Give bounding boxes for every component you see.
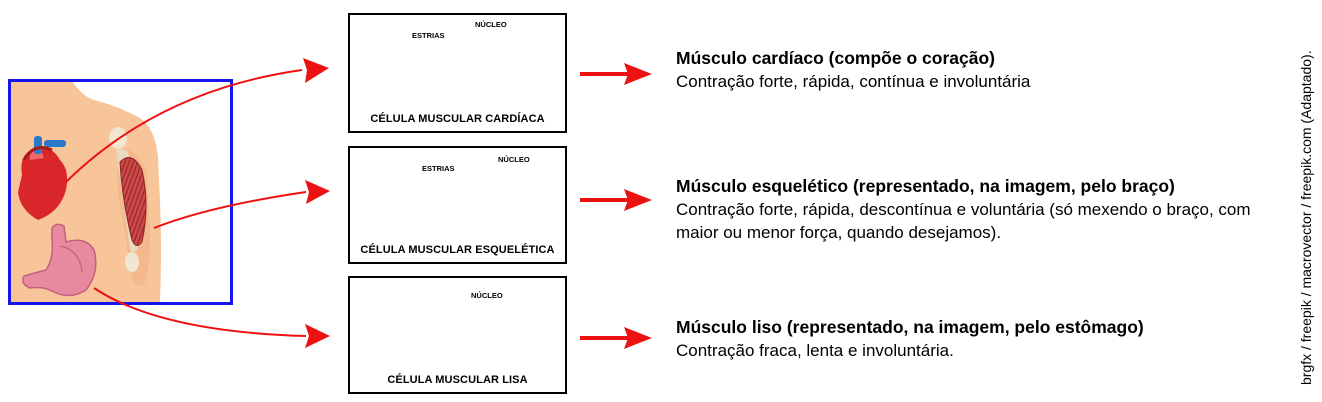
cardiac-cell-panel: ESTRIAS NÚCLEO CÉLULA MUSCULAR CARDÍACA <box>348 13 567 133</box>
smooth-nucleus-label: NÚCLEO <box>471 291 503 300</box>
arm-connector <box>153 191 307 229</box>
smooth-description-text: Contração fraca, lenta e involuntária. <box>676 341 954 360</box>
smooth-cell-caption: CÉLULA MUSCULAR LISA <box>387 374 528 386</box>
image-credit: brgfx / freepik / macrovector / freepik.… <box>1298 50 1314 385</box>
heart-connector <box>65 69 303 183</box>
stomach-icon <box>22 223 97 297</box>
human-body-illustration <box>11 81 161 302</box>
arrow-cardiac <box>580 63 652 85</box>
skeletal-cell-caption: CÉLULA MUSCULAR ESQUELÉTICA <box>360 244 555 256</box>
skeletal-nucleus-label: NÚCLEO <box>498 155 530 164</box>
stomach-connector <box>93 287 307 337</box>
cardiac-description-title: Músculo cardíaco (compõe o coração) <box>676 48 995 68</box>
skeletal-striations-label: ESTRIAS <box>422 164 455 173</box>
smooth-description-title: Músculo liso (representado, na imagem, p… <box>676 317 1144 337</box>
cardiac-description-text: Contração forte, rápida, contínua e invo… <box>676 72 1031 91</box>
stomach-arrowhead <box>305 324 330 348</box>
skeletal-description: Músculo esquelético (representado, na im… <box>676 175 1281 244</box>
arrow-smooth <box>580 327 652 349</box>
cardiac-striations-label: ESTRIAS <box>412 31 445 40</box>
cardiac-cell-caption: CÉLULA MUSCULAR CARDÍACA <box>370 113 545 125</box>
organ-to-cell-connectors <box>65 69 307 337</box>
smooth-cell-panel: NÚCLEO CÉLULA MUSCULAR LISA <box>348 276 567 394</box>
skeletal-description-text: Contração forte, rápida, descontínua e v… <box>676 200 1251 242</box>
heart-icon <box>18 136 68 220</box>
cardiac-description: Músculo cardíaco (compõe o coração) Cont… <box>676 47 1306 93</box>
skeletal-description-title: Músculo esquelético (representado, na im… <box>676 176 1175 196</box>
connector-arrowheads <box>303 58 330 348</box>
smooth-description: Músculo liso (representado, na imagem, p… <box>676 316 1276 362</box>
arrow-skeletal <box>580 189 652 211</box>
arm-arrowhead <box>305 180 330 204</box>
arm-bone-muscle-icon <box>109 127 147 272</box>
skeletal-cell-panel: ESTRIAS NÚCLEO CÉLULA MUSCULAR ESQUELÉTI… <box>348 146 567 264</box>
cardiac-nucleus-label: NÚCLEO <box>475 20 507 29</box>
cell-to-text-arrows <box>580 63 652 349</box>
heart-arrowhead <box>303 58 329 83</box>
